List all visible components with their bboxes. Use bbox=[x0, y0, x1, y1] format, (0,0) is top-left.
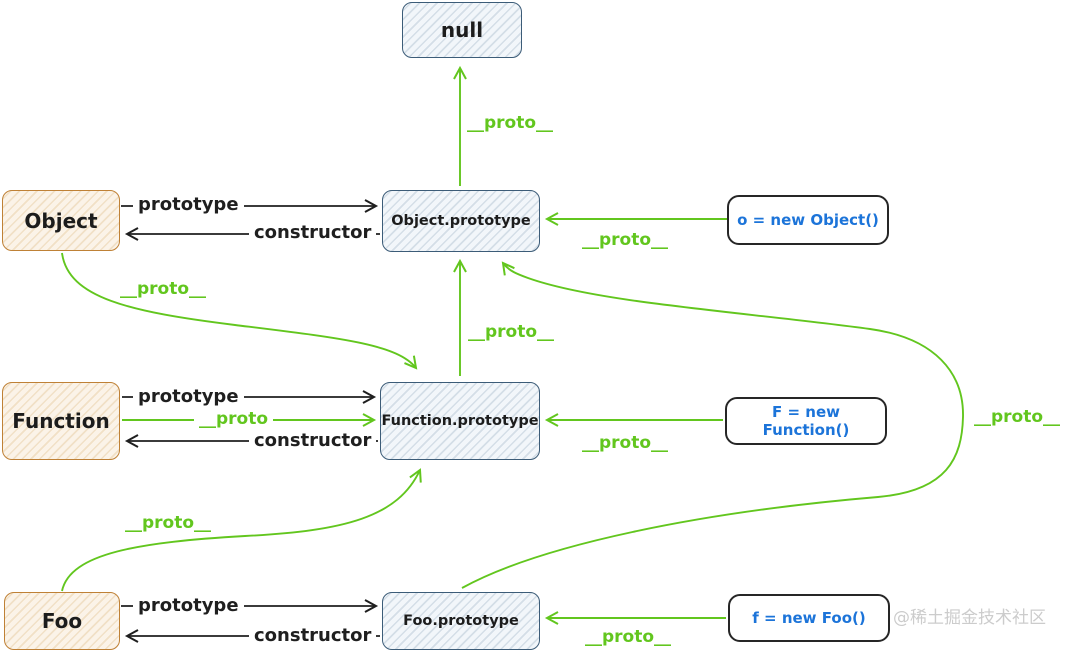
node-null-label: null bbox=[440, 18, 484, 42]
edge-foo-proto-curve bbox=[61, 468, 422, 592]
node-function: Function bbox=[2, 382, 120, 460]
node-o-instance-label: o = new Object() bbox=[737, 211, 879, 229]
label-o-proto: __proto__ bbox=[582, 230, 669, 250]
label-F-proto: __proto__ bbox=[582, 433, 669, 453]
node-F-instance: F = new Function() bbox=[725, 397, 887, 445]
label-r3-prototype: prototype bbox=[133, 595, 244, 616]
node-o-instance: o = new Object() bbox=[727, 195, 889, 245]
label-r3-constructor: constructor bbox=[249, 625, 377, 646]
node-function-label: Function bbox=[12, 409, 110, 433]
node-foo: Foo bbox=[4, 592, 120, 650]
label-object-proto-curve: __proto__ bbox=[120, 279, 207, 299]
label-f-proto: __proto__ bbox=[585, 627, 672, 647]
node-object-prototype-label: Object.prototype bbox=[391, 213, 531, 229]
label-r2-constructor: constructor bbox=[249, 430, 377, 451]
label-r1-prototype: prototype bbox=[133, 194, 244, 215]
edge-fooprototype-proto-loop bbox=[461, 261, 964, 589]
label-loop-proto: __proto__ bbox=[974, 407, 1061, 427]
node-f-instance-label: f = new Foo() bbox=[752, 609, 866, 627]
node-object: Object bbox=[2, 190, 120, 251]
node-object-label: Object bbox=[24, 208, 98, 233]
node-foo-prototype: Foo.prototype bbox=[382, 592, 540, 650]
node-foo-prototype-label: Foo.prototype bbox=[403, 613, 519, 629]
label-r1-constructor: constructor bbox=[249, 222, 377, 243]
watermark: @稀土掘金技术社区 bbox=[893, 608, 1046, 628]
label-r2-prototype: prototype bbox=[133, 386, 244, 407]
label-functionprototype-proto: __proto__ bbox=[468, 322, 555, 342]
node-foo-label: Foo bbox=[41, 609, 83, 633]
node-F-instance-label: F = new Function() bbox=[762, 403, 850, 439]
node-function-prototype-label: Function.prototype bbox=[381, 413, 539, 429]
node-function-prototype: Function.prototype bbox=[380, 382, 540, 460]
label-foo-proto-curve: __proto__ bbox=[125, 513, 212, 533]
label-proto-to-null: __proto__ bbox=[467, 113, 554, 133]
node-object-prototype: Object.prototype bbox=[382, 190, 540, 252]
edge-object-proto-curve bbox=[61, 252, 418, 370]
label-r2-proto: __proto bbox=[194, 409, 274, 429]
node-null: null bbox=[402, 2, 522, 58]
node-f-instance: f = new Foo() bbox=[728, 594, 890, 642]
